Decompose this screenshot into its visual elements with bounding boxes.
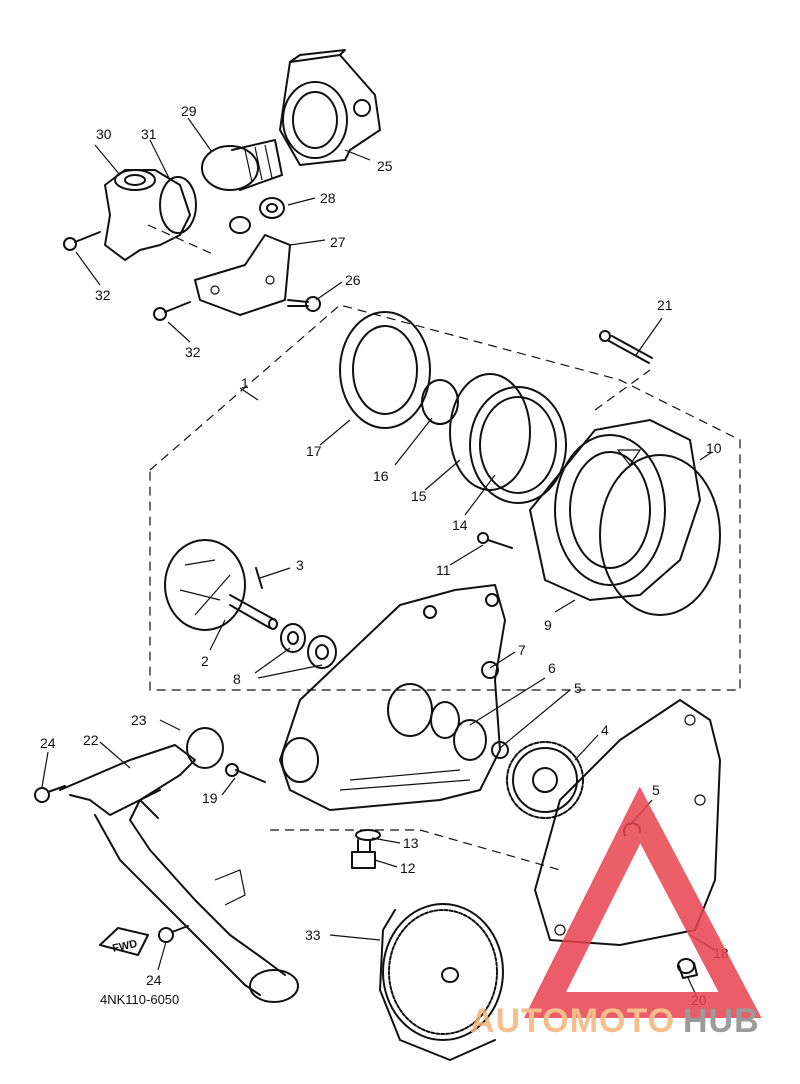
dowel-20 xyxy=(677,958,698,979)
gasket-18 xyxy=(534,699,721,946)
drain-bolt-12 xyxy=(351,839,376,869)
label-part-14: 14 xyxy=(452,517,468,533)
label-part-8: 8 xyxy=(233,671,241,687)
label-part-24-upper: 24 xyxy=(40,735,56,751)
bolt-11 xyxy=(477,532,513,549)
impeller-2 xyxy=(164,539,278,631)
label-part-22: 22 xyxy=(83,732,99,748)
parts-5-6-7 xyxy=(430,661,509,761)
bolt-26 xyxy=(287,296,321,312)
bolt-21 xyxy=(599,330,653,364)
label-part-21: 21 xyxy=(657,297,673,313)
watermark-text-hub: HUB xyxy=(683,1002,760,1040)
label-part-30: 30 xyxy=(96,126,112,142)
assembly-outline xyxy=(147,224,741,871)
rings-14-15 xyxy=(449,373,567,504)
label-part-4: 4 xyxy=(601,722,609,738)
crankcase-cover xyxy=(279,584,506,811)
label-part-7: 7 xyxy=(518,642,526,658)
pin-3 xyxy=(255,567,263,589)
bracket-27 xyxy=(194,216,291,316)
bolts-32 xyxy=(63,231,191,321)
label-part-11: 11 xyxy=(436,562,451,578)
label-part-5-lower: 5 xyxy=(652,782,660,798)
thermostat-housing-25 xyxy=(279,49,381,166)
label-part-2: 2 xyxy=(201,653,209,669)
gear-4 xyxy=(506,741,584,819)
thermostat-29 xyxy=(201,139,283,191)
label-part-15: 15 xyxy=(411,488,427,504)
o-ring-13 xyxy=(355,829,381,841)
label-part-13: 13 xyxy=(403,835,419,851)
label-part-19: 19 xyxy=(202,790,218,806)
water-pipe-22 xyxy=(59,744,299,1003)
label-part-5-upper: 5 xyxy=(574,680,582,696)
label-part-31: 31 xyxy=(141,126,157,142)
gear-33 xyxy=(379,903,504,1061)
label-part-33: 33 xyxy=(305,927,321,943)
label-part-6: 6 xyxy=(548,660,556,676)
label-part-12: 12 xyxy=(400,860,416,876)
label-part-24-lower: 24 xyxy=(146,972,162,988)
label-part-32-upper: 32 xyxy=(95,287,111,303)
thermostat-cover-30 xyxy=(104,169,191,261)
watermark-triangle-icon xyxy=(523,786,762,1018)
label-part-27: 27 xyxy=(330,234,346,250)
label-part-23: 23 xyxy=(131,712,147,728)
label-part-25: 25 xyxy=(377,158,393,174)
label-part-32-lower: 32 xyxy=(185,344,201,360)
part-code: 4NK110-6050 xyxy=(100,992,179,1007)
gasket-23 xyxy=(186,727,224,769)
label-part-1: 1 xyxy=(241,375,249,391)
label-part-29: 29 xyxy=(181,103,197,119)
bolt-19 xyxy=(225,763,266,783)
oil-seal-17 xyxy=(339,311,431,429)
fwd-arrow-icon: FWD xyxy=(99,927,149,956)
watermark-text-auto: AUTOMOTO xyxy=(470,1002,675,1040)
label-part-9: 9 xyxy=(544,617,552,633)
o-ring-16 xyxy=(421,379,459,425)
bearings-8 xyxy=(280,623,337,669)
leader-lines xyxy=(41,117,716,996)
bolts-24 xyxy=(34,785,189,943)
label-part-26: 26 xyxy=(345,272,361,288)
label-part-28: 28 xyxy=(320,190,336,206)
gasket-31 xyxy=(159,176,197,234)
fwd-label: FWD xyxy=(111,938,138,955)
collar-28 xyxy=(259,197,285,219)
pump-cover-9 xyxy=(529,419,701,601)
label-part-3: 3 xyxy=(296,557,304,573)
label-part-16: 16 xyxy=(373,468,389,484)
label-part-17: 17 xyxy=(306,443,322,459)
watermark-logo: AUTOMOTO HUB xyxy=(470,786,762,1040)
gasket-10 xyxy=(599,454,721,616)
label-part-10: 10 xyxy=(706,440,722,456)
